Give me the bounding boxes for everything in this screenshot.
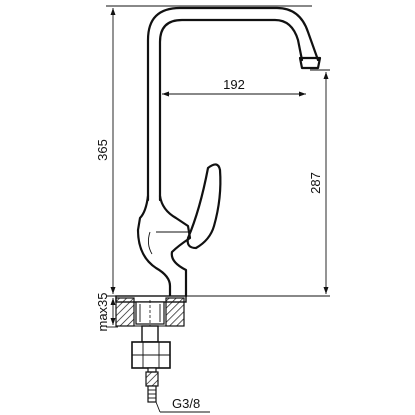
spout-reach-label: 192 xyxy=(223,77,245,92)
dimension-max-deck-thickness: max35 xyxy=(95,292,116,332)
mounting-shank xyxy=(131,325,171,369)
faucet-outline xyxy=(115,6,322,303)
thread-label: G3/8 xyxy=(172,396,200,411)
deck-section xyxy=(115,297,185,342)
thread-callout: G3/8 xyxy=(155,396,210,413)
dimension-spout-height: 287 xyxy=(308,72,329,294)
max-deck-thickness-label: max35 xyxy=(95,292,110,331)
dimension-spout-reach: 192 xyxy=(162,77,306,97)
overall-height-label: 365 xyxy=(95,139,110,161)
supply-connector xyxy=(145,367,159,403)
dimension-overall-height: 365 xyxy=(95,8,116,294)
spout-height-label: 287 xyxy=(308,172,323,194)
